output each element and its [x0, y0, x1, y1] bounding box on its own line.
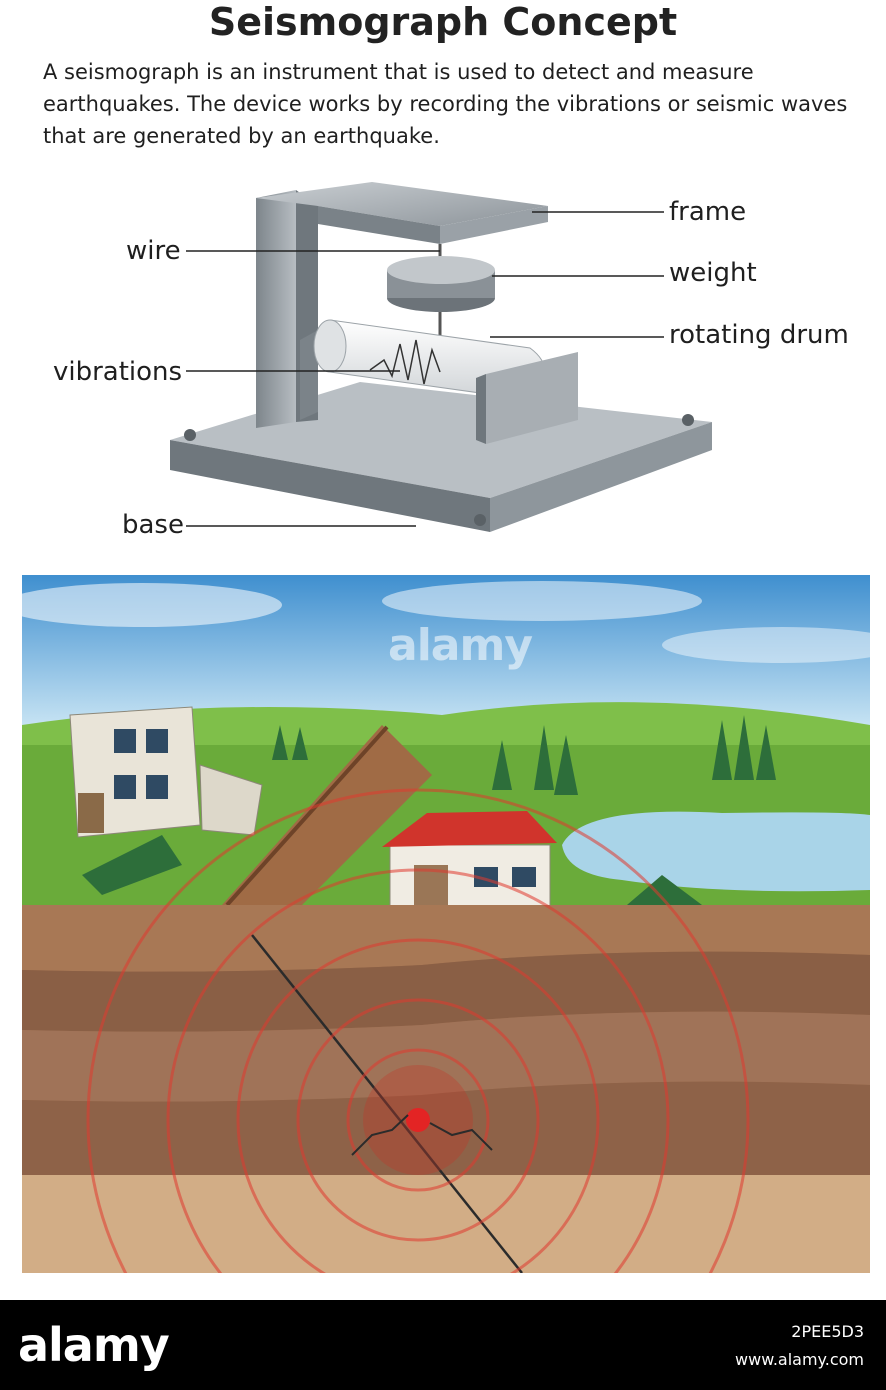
label-wire: wire: [126, 236, 181, 266]
label-base: base: [122, 510, 184, 540]
rotating-drum: [300, 319, 578, 444]
watermark: alamy: [388, 620, 533, 671]
epicenter-icon: [406, 1108, 430, 1132]
tree-icon: [272, 715, 776, 795]
footer-logo: alamy: [18, 1318, 170, 1372]
footer-image-id: 2PEE5D3: [791, 1322, 864, 1341]
base-plate: [170, 382, 712, 532]
earthquake-scene: [22, 575, 870, 1273]
damaged-building-icon: [69, 706, 263, 838]
label-vibrations: vibrations: [53, 357, 183, 387]
footer-site: www.alamy.com: [735, 1350, 864, 1369]
label-frame: frame: [669, 197, 747, 227]
label-rotating-drum: rotating drum: [669, 320, 849, 350]
description-text: A seismograph is an instrument that is u…: [43, 60, 848, 148]
page-title: Seismograph Concept: [208, 0, 678, 44]
label-weight: weight: [669, 258, 757, 288]
fault-scarp: [222, 725, 432, 935]
lake-icon: [562, 811, 870, 892]
seismic-waves: [86, 788, 750, 1273]
footer-bar: alamy 2PEE5D3 www.alamy.com: [0, 1300, 886, 1390]
seismograph-illustration: [170, 182, 712, 532]
weight: [387, 256, 495, 312]
